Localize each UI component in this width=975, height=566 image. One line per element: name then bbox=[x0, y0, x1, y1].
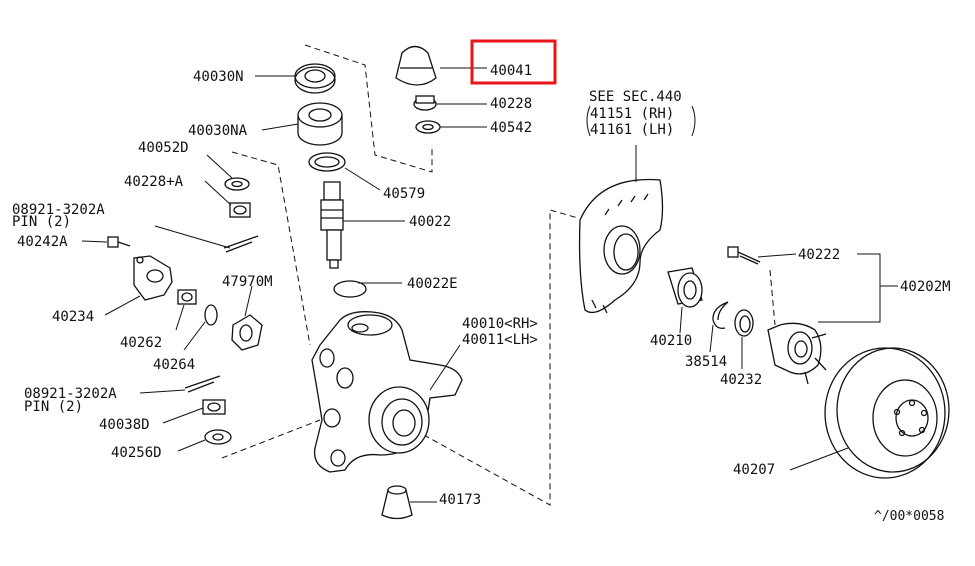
nut-40228a[interactable] bbox=[229, 202, 251, 218]
knuckle-arm-40234[interactable] bbox=[133, 255, 173, 301]
nut-47970m[interactable] bbox=[231, 314, 263, 351]
nut-40228[interactable] bbox=[413, 95, 437, 111]
label-40202m: 40202M bbox=[900, 279, 951, 295]
right-dashed-boundary bbox=[769, 269, 776, 326]
washer-40256d[interactable] bbox=[204, 429, 232, 445]
label-40579: 40579 bbox=[383, 186, 425, 202]
bearing-40030na[interactable] bbox=[297, 102, 343, 146]
label-pin2-text: PIN (2) bbox=[24, 399, 83, 415]
cotter-pin-upper[interactable] bbox=[223, 235, 259, 253]
brake-rotor-40207[interactable] bbox=[824, 347, 950, 479]
washer-40052d[interactable] bbox=[224, 177, 250, 191]
label-40041: 40041 bbox=[490, 63, 532, 79]
label-40038d: 40038D bbox=[99, 417, 150, 433]
washer-40264[interactable] bbox=[204, 304, 218, 326]
label-41161: 41161 (LH) bbox=[590, 122, 674, 138]
reference-code: ^/00*0058 bbox=[874, 509, 944, 524]
bolt-40242a[interactable] bbox=[107, 236, 131, 248]
label-40207: 40207 bbox=[733, 462, 775, 478]
snap-ring-38514[interactable] bbox=[712, 301, 729, 329]
upper-dashed-boundary bbox=[304, 44, 433, 173]
label-40228a: 40228+A bbox=[124, 174, 184, 190]
dust-boot-40041[interactable] bbox=[395, 45, 437, 86]
hub-bearing-40210[interactable] bbox=[667, 267, 703, 308]
label-40030n: 40030N bbox=[193, 69, 244, 85]
nut-40262[interactable] bbox=[177, 289, 197, 305]
label-40222: 40222 bbox=[798, 247, 840, 263]
kingpin-40022[interactable] bbox=[320, 181, 344, 269]
label-40232: 40232 bbox=[720, 372, 762, 388]
leader-lines bbox=[81, 67, 898, 503]
label-40228: 40228 bbox=[490, 96, 532, 112]
seal-40579[interactable] bbox=[308, 152, 346, 172]
washer-40542[interactable] bbox=[415, 120, 441, 134]
label-40022e: 40022E bbox=[407, 276, 458, 292]
label-40010: 40010<RH> bbox=[462, 316, 538, 332]
nut-40038d[interactable] bbox=[202, 399, 226, 415]
cotter-pin-lower[interactable] bbox=[184, 375, 221, 393]
label-40262: 40262 bbox=[120, 335, 162, 351]
label-40030na: 40030NA bbox=[188, 123, 248, 139]
label-40173: 40173 bbox=[439, 492, 481, 508]
label-pin1-text: PIN (2) bbox=[12, 214, 71, 230]
label-40264: 40264 bbox=[153, 357, 195, 373]
label-38514: 38514 bbox=[685, 354, 727, 370]
lower-left-dashed-boundary bbox=[221, 419, 321, 459]
label-41151: 41151 (RH) bbox=[590, 106, 674, 122]
label-47970m: 47970M bbox=[222, 274, 273, 290]
label-40022: 40022 bbox=[409, 214, 451, 230]
center-dashed-boundary bbox=[414, 209, 579, 506]
hub-bolt-40222[interactable] bbox=[727, 246, 761, 265]
see-sec-bracket bbox=[586, 105, 696, 137]
label-40234: 40234 bbox=[52, 309, 94, 325]
bearing-40030n[interactable] bbox=[294, 63, 336, 94]
seal-40232[interactable] bbox=[734, 309, 754, 337]
highlight-box bbox=[470, 39, 557, 85]
label-see-sec: SEE SEC.440 bbox=[589, 89, 682, 105]
label-40210: 40210 bbox=[650, 333, 692, 349]
label-40011: 40011<LH> bbox=[462, 332, 538, 348]
splash-shield-41151[interactable] bbox=[578, 178, 664, 314]
label-40542: 40542 bbox=[490, 120, 532, 136]
ring-40022e[interactable] bbox=[333, 280, 367, 298]
label-40256d: 40256D bbox=[111, 445, 162, 461]
wheel-hub-40202m[interactable] bbox=[767, 322, 827, 385]
left-dashed-boundary bbox=[231, 151, 311, 346]
bump-stop-40173[interactable] bbox=[381, 485, 413, 520]
label-pin2-code: 08921-3202A bbox=[24, 386, 117, 402]
label-pin1-code: 08921-3202A bbox=[12, 202, 105, 218]
label-40052d: 40052D bbox=[138, 140, 189, 156]
label-40242a: 40242A bbox=[17, 234, 68, 250]
steering-knuckle-40010[interactable] bbox=[311, 311, 463, 473]
